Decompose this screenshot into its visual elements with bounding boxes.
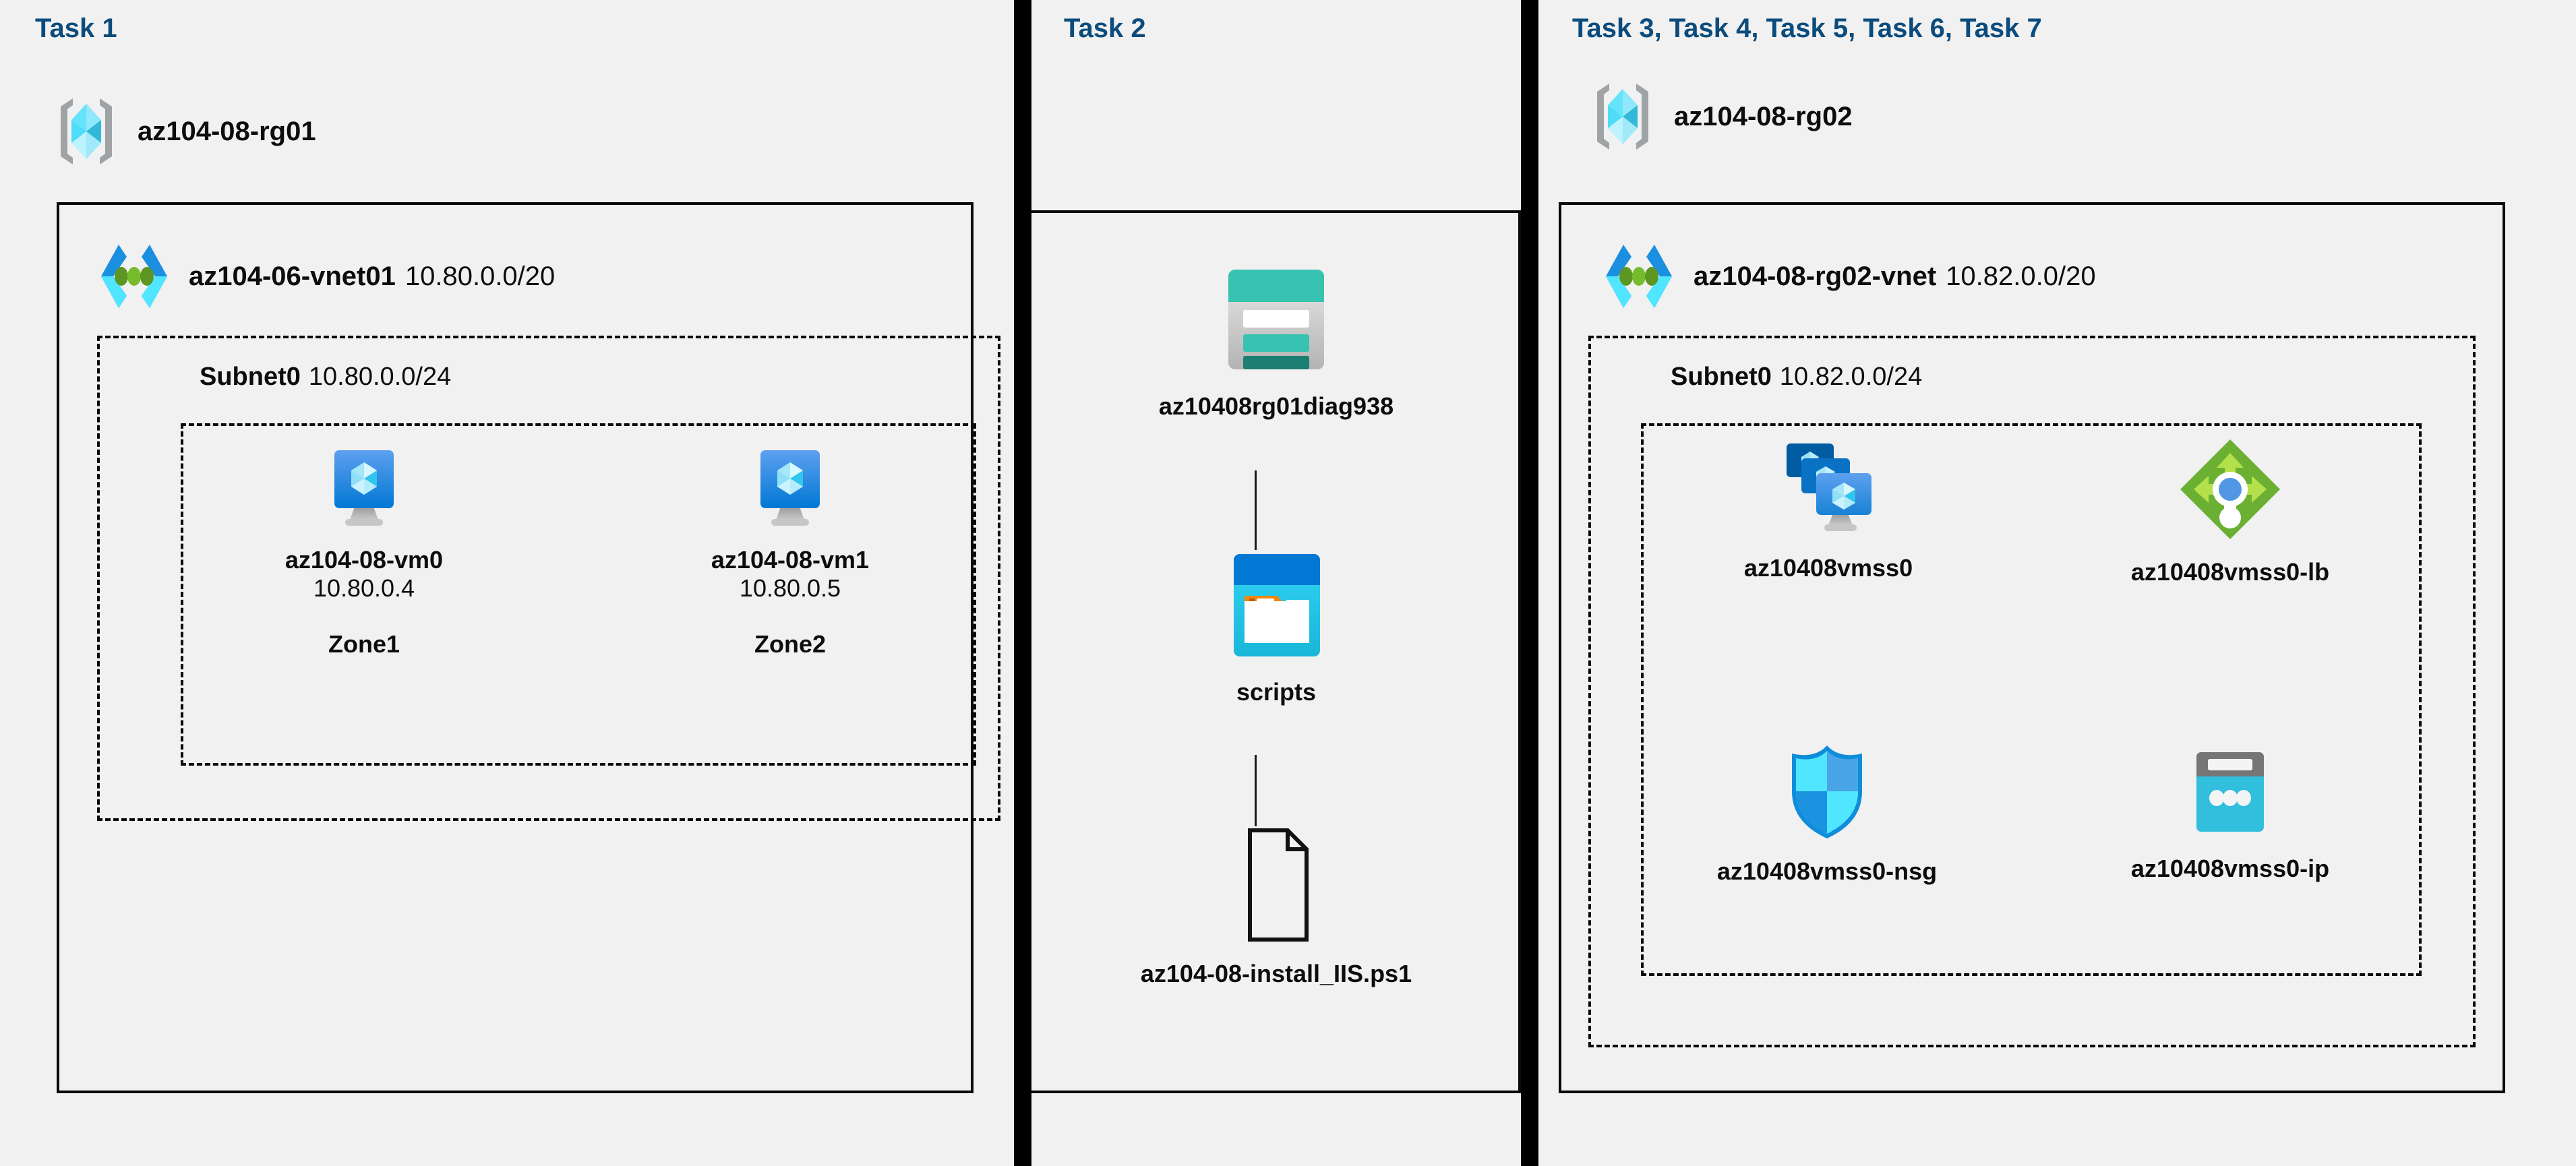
task1-subnet-cidr: 10.80.0.0/24 — [308, 363, 452, 391]
task1-subnet-name: Subnet0 — [200, 363, 301, 391]
task1-resource-group-box — [57, 202, 974, 1093]
vm-node-az104-08-vm0[interactable]: az104-08-vm0 10.80.0.4 Zone1 — [256, 445, 472, 658]
load-balancer-name: az10408vmss0-lb — [2130, 558, 2330, 586]
task2-panel: Task 2 az10408rg01diag — [1031, 0, 1521, 1166]
task1-title: Task 1 — [35, 13, 117, 43]
storage-account-icon — [1216, 262, 1336, 377]
storage-account-name: az10408rg01diag938 — [1158, 392, 1394, 420]
vm0-name: az104-08-vm0 — [284, 546, 444, 574]
public-ip-address-icon — [2182, 747, 2279, 840]
virtual-network-icon — [1599, 239, 1679, 313]
task3-subnet-name: Subnet0 — [1671, 363, 1772, 391]
task3-resource-group-box — [1559, 202, 2505, 1093]
task1-vnet-header: az104-06-vnet01 10.80.0.0/20 — [94, 239, 555, 313]
task3-vnet-header: az104-08-rg02-vnet 10.82.0.0/20 — [1599, 239, 2096, 313]
task1-subnet-box — [97, 336, 1000, 821]
script-file-icon — [1232, 825, 1320, 945]
task3-vnet-box — [1588, 336, 2476, 1047]
task1-vnet-cidr: 10.80.0.0/20 — [405, 261, 556, 291]
script-file-name: az104-08-install_IIS.ps1 — [1140, 960, 1412, 987]
load-balancer-icon — [2176, 435, 2284, 543]
task1-vnet-name: az104-06-vnet01 — [189, 261, 396, 291]
blob-container-node[interactable]: scripts — [1175, 547, 1377, 706]
task1-zone-box — [181, 423, 976, 766]
vm1-zone: Zone2 — [754, 630, 826, 658]
resource-group-icon — [1589, 80, 1656, 154]
blob-container-name: scripts — [1236, 678, 1317, 706]
vmss-name: az10408vmss0 — [1743, 554, 1913, 582]
task2-title: Task 2 — [1064, 13, 1146, 43]
vmss-node[interactable]: az10408vmss0 — [1700, 438, 1956, 582]
task1-panel: Task 1 az104-08-rg01 — [0, 0, 1014, 1166]
vm-node-az104-08-vm1[interactable]: az104-08-vm1 10.80.0.5 Zone2 — [682, 445, 898, 658]
blob-container-icon — [1216, 547, 1336, 663]
vm0-ip: 10.80.0.4 — [313, 574, 415, 603]
connector-storage-to-container — [1255, 470, 1257, 550]
load-balancer-node[interactable]: az10408vmss0-lb — [2095, 435, 2365, 586]
vm1-ip: 10.80.0.5 — [739, 574, 841, 603]
task3-resource-group-name: az104-08-rg02 — [1674, 101, 1853, 131]
vm1-name: az104-08-vm1 — [711, 546, 870, 574]
task3-vnet-cidr: 10.82.0.0/20 — [1946, 261, 2096, 291]
storage-account-node[interactable]: az10408rg01diag938 — [1159, 262, 1394, 421]
panel-divider-1 — [1014, 0, 1031, 1166]
script-file-node[interactable]: az104-08-install_IIS.ps1 — [1140, 825, 1412, 988]
vm0-zone: Zone1 — [328, 630, 400, 658]
task3-vnet-name: az104-08-rg02-vnet — [1694, 261, 1937, 291]
task3-subnet-cidr: 10.82.0.0/24 — [1779, 363, 1923, 391]
network-security-group-node[interactable]: az10408vmss0-nsg — [1692, 741, 1962, 886]
network-security-group-icon — [1783, 741, 1871, 842]
task3-resource-group-header: az104-08-rg02 — [1589, 80, 1853, 154]
virtual-network-icon — [94, 239, 174, 313]
public-ip-address-node[interactable]: az10408vmss0-ip — [2095, 747, 2365, 883]
virtual-machine-icon — [744, 445, 837, 531]
task3-7-title: Task 3, Task 4, Task 5, Task 6, Task 7 — [1572, 13, 2042, 43]
task3-7-panel: Task 3, Task 4, Task 5, Task 6, Task 7 a… — [1538, 0, 2576, 1166]
panel-divider-2 — [1521, 0, 1538, 1166]
virtual-machine-icon — [318, 445, 411, 531]
resource-group-icon — [53, 94, 120, 168]
network-security-group-name: az10408vmss0-nsg — [1716, 857, 1938, 885]
vm-scale-set-icon — [1772, 438, 1885, 539]
task1-resource-group-header: az104-08-rg01 — [53, 94, 316, 168]
connector-container-to-file — [1255, 755, 1257, 826]
task1-resource-group-name: az104-08-rg01 — [138, 116, 316, 146]
task3-subnet-box — [1641, 423, 2422, 976]
public-ip-address-name: az10408vmss0-ip — [2130, 855, 2330, 882]
